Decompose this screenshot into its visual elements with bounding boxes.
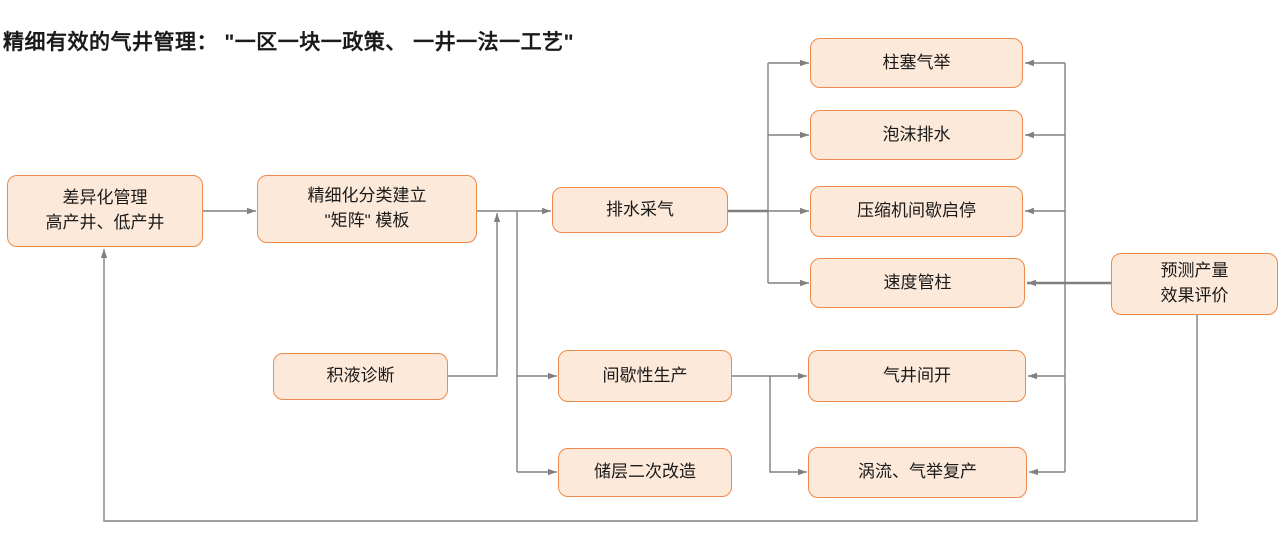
node-reservoir-restimulation: 储层二次改造 (558, 448, 732, 497)
node-label: 间歇性生产 (602, 365, 688, 385)
node-label: 涡流、气举复产 (858, 462, 977, 482)
node-label: 排水采气 (606, 199, 674, 219)
node-label: 泡沫排水 (882, 124, 951, 144)
node-drainage-gas-recovery: 排水采气 (552, 187, 728, 233)
node-label: 预测产量 效果评价 (1160, 261, 1229, 305)
node-label: 精细化分类建立 "矩阵" 模板 (307, 186, 427, 230)
node-label: 储层二次改造 (594, 462, 696, 482)
node-plunger-gas-lift: 柱塞气举 (810, 38, 1023, 88)
node-label: 柱塞气举 (882, 52, 951, 72)
node-differentiated-management: 差异化管理 高产井、低产井 (7, 175, 203, 247)
node-velocity-string: 速度管柱 (810, 258, 1025, 308)
connector-diagnosis-riser (448, 213, 501, 377)
node-label: 速度管柱 (883, 272, 952, 292)
connector-feedback-loop (100, 249, 1198, 522)
node-well-intermittent-opening: 气井间开 (808, 350, 1026, 402)
node-label: 气井间开 (883, 365, 951, 385)
node-vortex-gas-lift-restart: 涡流、气举复产 (808, 447, 1027, 498)
node-production-forecast: 预测产量 效果评价 (1111, 253, 1278, 315)
node-label: 积液诊断 (326, 366, 395, 386)
connector-to-vortex (769, 376, 807, 476)
node-compressor-intermittent: 压缩机间歇启停 (810, 186, 1023, 237)
node-foam-drainage: 泡沫排水 (810, 110, 1023, 160)
node-label: 差异化管理 高产井、低产井 (45, 188, 165, 232)
node-matrix-template: 精细化分类建立 "矩阵" 模板 (257, 175, 477, 243)
diagram-title: 精细有效的气井管理： "一区一块一政策、 一井一法一工艺" (3, 31, 575, 54)
node-label: 压缩机间歇启停 (857, 201, 976, 221)
node-intermittent-production: 间歇性生产 (558, 350, 732, 402)
node-liquid-loading-diagnosis: 积液诊断 (273, 353, 448, 400)
